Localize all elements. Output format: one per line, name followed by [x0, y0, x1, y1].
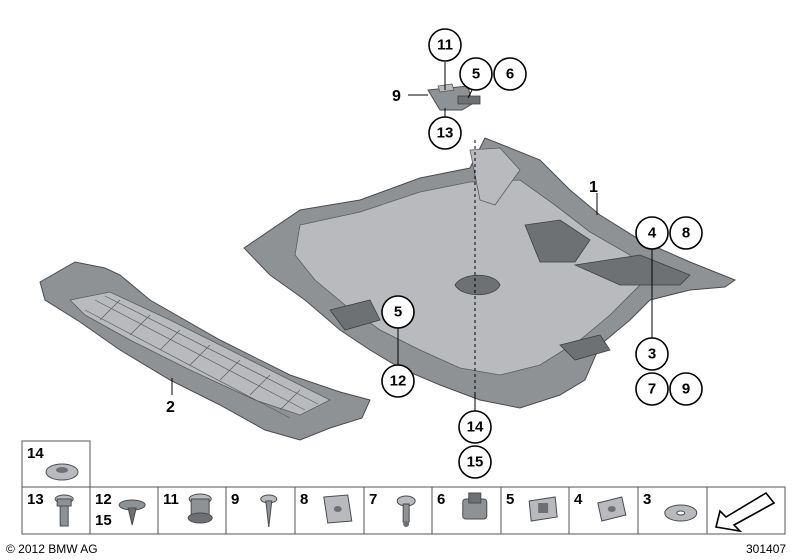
callout-label: 11	[437, 37, 453, 54]
callout-14: 14	[458, 410, 492, 444]
svg-text:3: 3	[648, 346, 656, 363]
rivet-pin-icon	[396, 495, 416, 527]
label-2: 2	[166, 399, 175, 416]
legend-number: 4	[574, 491, 583, 508]
expanding-rivet-icon	[118, 499, 146, 526]
svg-text:9: 9	[682, 381, 690, 398]
grommet-nut-icon	[187, 493, 213, 524]
svg-text:4: 4	[648, 225, 657, 242]
spring-nut-icon	[323, 494, 353, 524]
underbody-shield-part	[243, 137, 737, 409]
legend-cell-7: 7	[363, 486, 433, 535]
callout-5-mid: 5	[381, 295, 415, 329]
label-9-top: 9	[392, 88, 401, 105]
legend-number: 3	[643, 491, 651, 508]
clip-nut-icon	[462, 492, 488, 520]
legend-cell-3: 3	[637, 486, 708, 535]
legend-number: 9	[231, 491, 239, 508]
bolt-flange-icon	[54, 494, 74, 527]
legend-number: 6	[437, 491, 445, 508]
callout-11-top: 11	[428, 28, 462, 62]
svg-text:12: 12	[390, 373, 407, 390]
legend-number: 11	[163, 491, 179, 508]
callout-9-right: 9	[669, 372, 703, 406]
svg-text:7: 7	[648, 381, 656, 398]
legend-number: 12	[95, 491, 112, 508]
legend-number: 7	[369, 491, 377, 508]
speed-nut-icon	[528, 496, 558, 522]
callout-7: 7	[635, 372, 669, 406]
callout-4: 4	[635, 216, 669, 250]
callout-13-top: 13	[428, 116, 462, 150]
svg-text:14: 14	[27, 445, 44, 462]
svg-text:14: 14	[467, 419, 484, 436]
legend-cell-8: 8	[294, 486, 365, 535]
legend-cell-6: 6	[431, 486, 502, 535]
callout-5-top: 5	[459, 57, 493, 91]
svg-text:15: 15	[467, 454, 484, 471]
legend-number: 5	[506, 491, 514, 508]
copyright-text: © 2012 BMW AG	[6, 542, 98, 556]
legend-cell-11: 11	[157, 486, 227, 535]
svg-text:13: 13	[437, 125, 454, 142]
arrow-direction-icon	[715, 491, 776, 533]
bracket-part	[427, 83, 481, 111]
legend-cell-13: 13	[21, 486, 91, 535]
clip-nut-round-icon	[45, 463, 79, 481]
svg-text:5: 5	[472, 66, 480, 83]
screw-icon	[260, 494, 278, 528]
washer-icon	[664, 504, 698, 522]
callout-15: 15	[458, 445, 492, 479]
front-shield-part	[39, 261, 371, 441]
legend-number-2: 15	[95, 512, 112, 529]
leader-lines	[171, 62, 653, 415]
callout-6-top: 6	[493, 57, 527, 91]
callout-12: 12	[381, 364, 415, 398]
legend-cell-9: 9	[225, 486, 296, 535]
u-clip-icon	[597, 496, 627, 522]
legend-number: 8	[300, 491, 308, 508]
svg-text:5: 5	[394, 304, 402, 321]
label-1: 1	[589, 179, 598, 196]
callout-8: 8	[669, 216, 703, 250]
legend-cell-arrow	[706, 486, 786, 535]
diagram-number: 301407	[746, 542, 786, 556]
legend-number: 13	[27, 491, 44, 508]
callout-3: 3	[635, 337, 669, 371]
svg-text:6: 6	[506, 66, 514, 83]
legend-cell-4: 4	[568, 486, 639, 535]
svg-text:8: 8	[682, 225, 690, 242]
legend-cell-5: 5	[500, 486, 570, 535]
